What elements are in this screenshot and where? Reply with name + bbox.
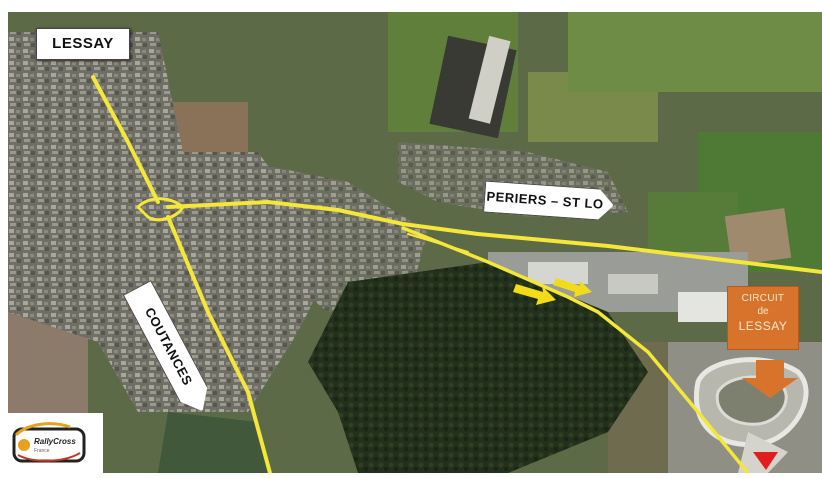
forest — [308, 262, 648, 473]
label-lessay: LESSAY — [36, 28, 130, 60]
finish-marker-icon — [753, 452, 778, 470]
arrow-right-icon — [513, 278, 592, 305]
circuit-sign: CIRCUIT de LESSAY — [727, 286, 799, 350]
arrow-down-icon — [742, 360, 798, 398]
rallycross-logo: RallyCross France — [8, 413, 103, 473]
logo-brand: RallyCross — [34, 437, 76, 446]
rallycross-logo-icon — [12, 422, 86, 463]
aerial-map — [8, 12, 822, 473]
roads — [91, 75, 822, 473]
coutances-sign: COUTANCES — [143, 280, 253, 360]
circuit-sign-line2: de — [757, 306, 769, 317]
circuit-sign-line3: LESSAY — [738, 319, 788, 333]
map-background — [8, 12, 822, 473]
circuit-sign-line1: CIRCUIT — [741, 293, 785, 304]
logo-sub: France — [34, 448, 50, 454]
circuit-track — [668, 342, 822, 473]
